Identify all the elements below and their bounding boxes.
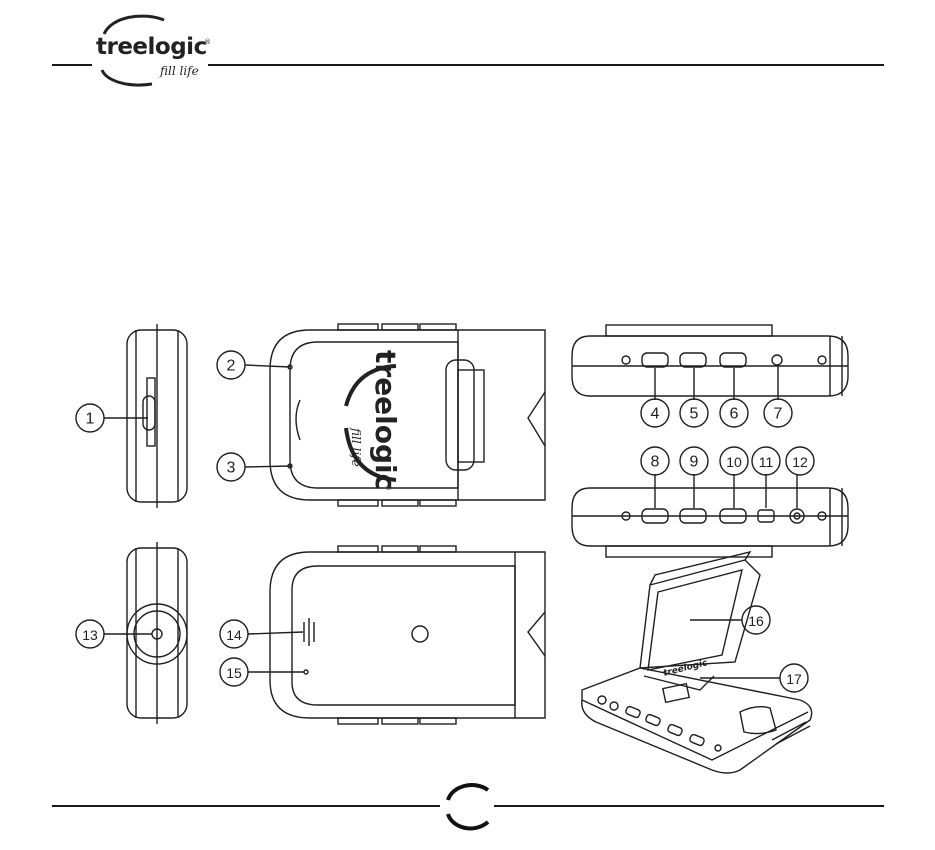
perspective-logo: treelogic [662, 658, 709, 679]
side-view-bottom [127, 542, 187, 724]
rear-view [270, 546, 545, 724]
callout-1: 1 [86, 411, 95, 428]
callout-8: 8 [651, 454, 660, 471]
callout-15: 15 [226, 665, 242, 681]
footer-swoosh-icon [440, 778, 494, 834]
callout-9: 9 [690, 454, 699, 471]
card-slot [147, 378, 155, 446]
top-edge-view [572, 325, 848, 396]
device-logo-registered: ® [384, 484, 392, 491]
callout-3: 3 [227, 460, 236, 477]
device-logo-wordmark: treelogic [369, 350, 402, 490]
callout-17: 17 [786, 671, 802, 687]
callout-2: 2 [227, 358, 236, 375]
callout-7: 7 [774, 406, 783, 423]
callout-16: 16 [748, 613, 764, 629]
callout-10: 10 [726, 454, 742, 470]
device-logo-tagline: fill life [349, 427, 363, 467]
callout-5: 5 [690, 406, 699, 423]
bottom-edge-view [572, 488, 848, 557]
callout-4: 4 [651, 406, 660, 423]
callout-6: 6 [730, 406, 739, 423]
device-logo: treelogic ® fill life [346, 350, 402, 491]
side-view-top [127, 324, 187, 508]
footer-rule-left [52, 805, 440, 807]
callout-12: 12 [792, 454, 808, 470]
callout-14: 14 [226, 627, 242, 643]
front-view [270, 324, 545, 506]
callout-13: 13 [82, 627, 98, 643]
callout-11: 11 [759, 454, 774, 470]
footer-rule-right [494, 805, 884, 807]
